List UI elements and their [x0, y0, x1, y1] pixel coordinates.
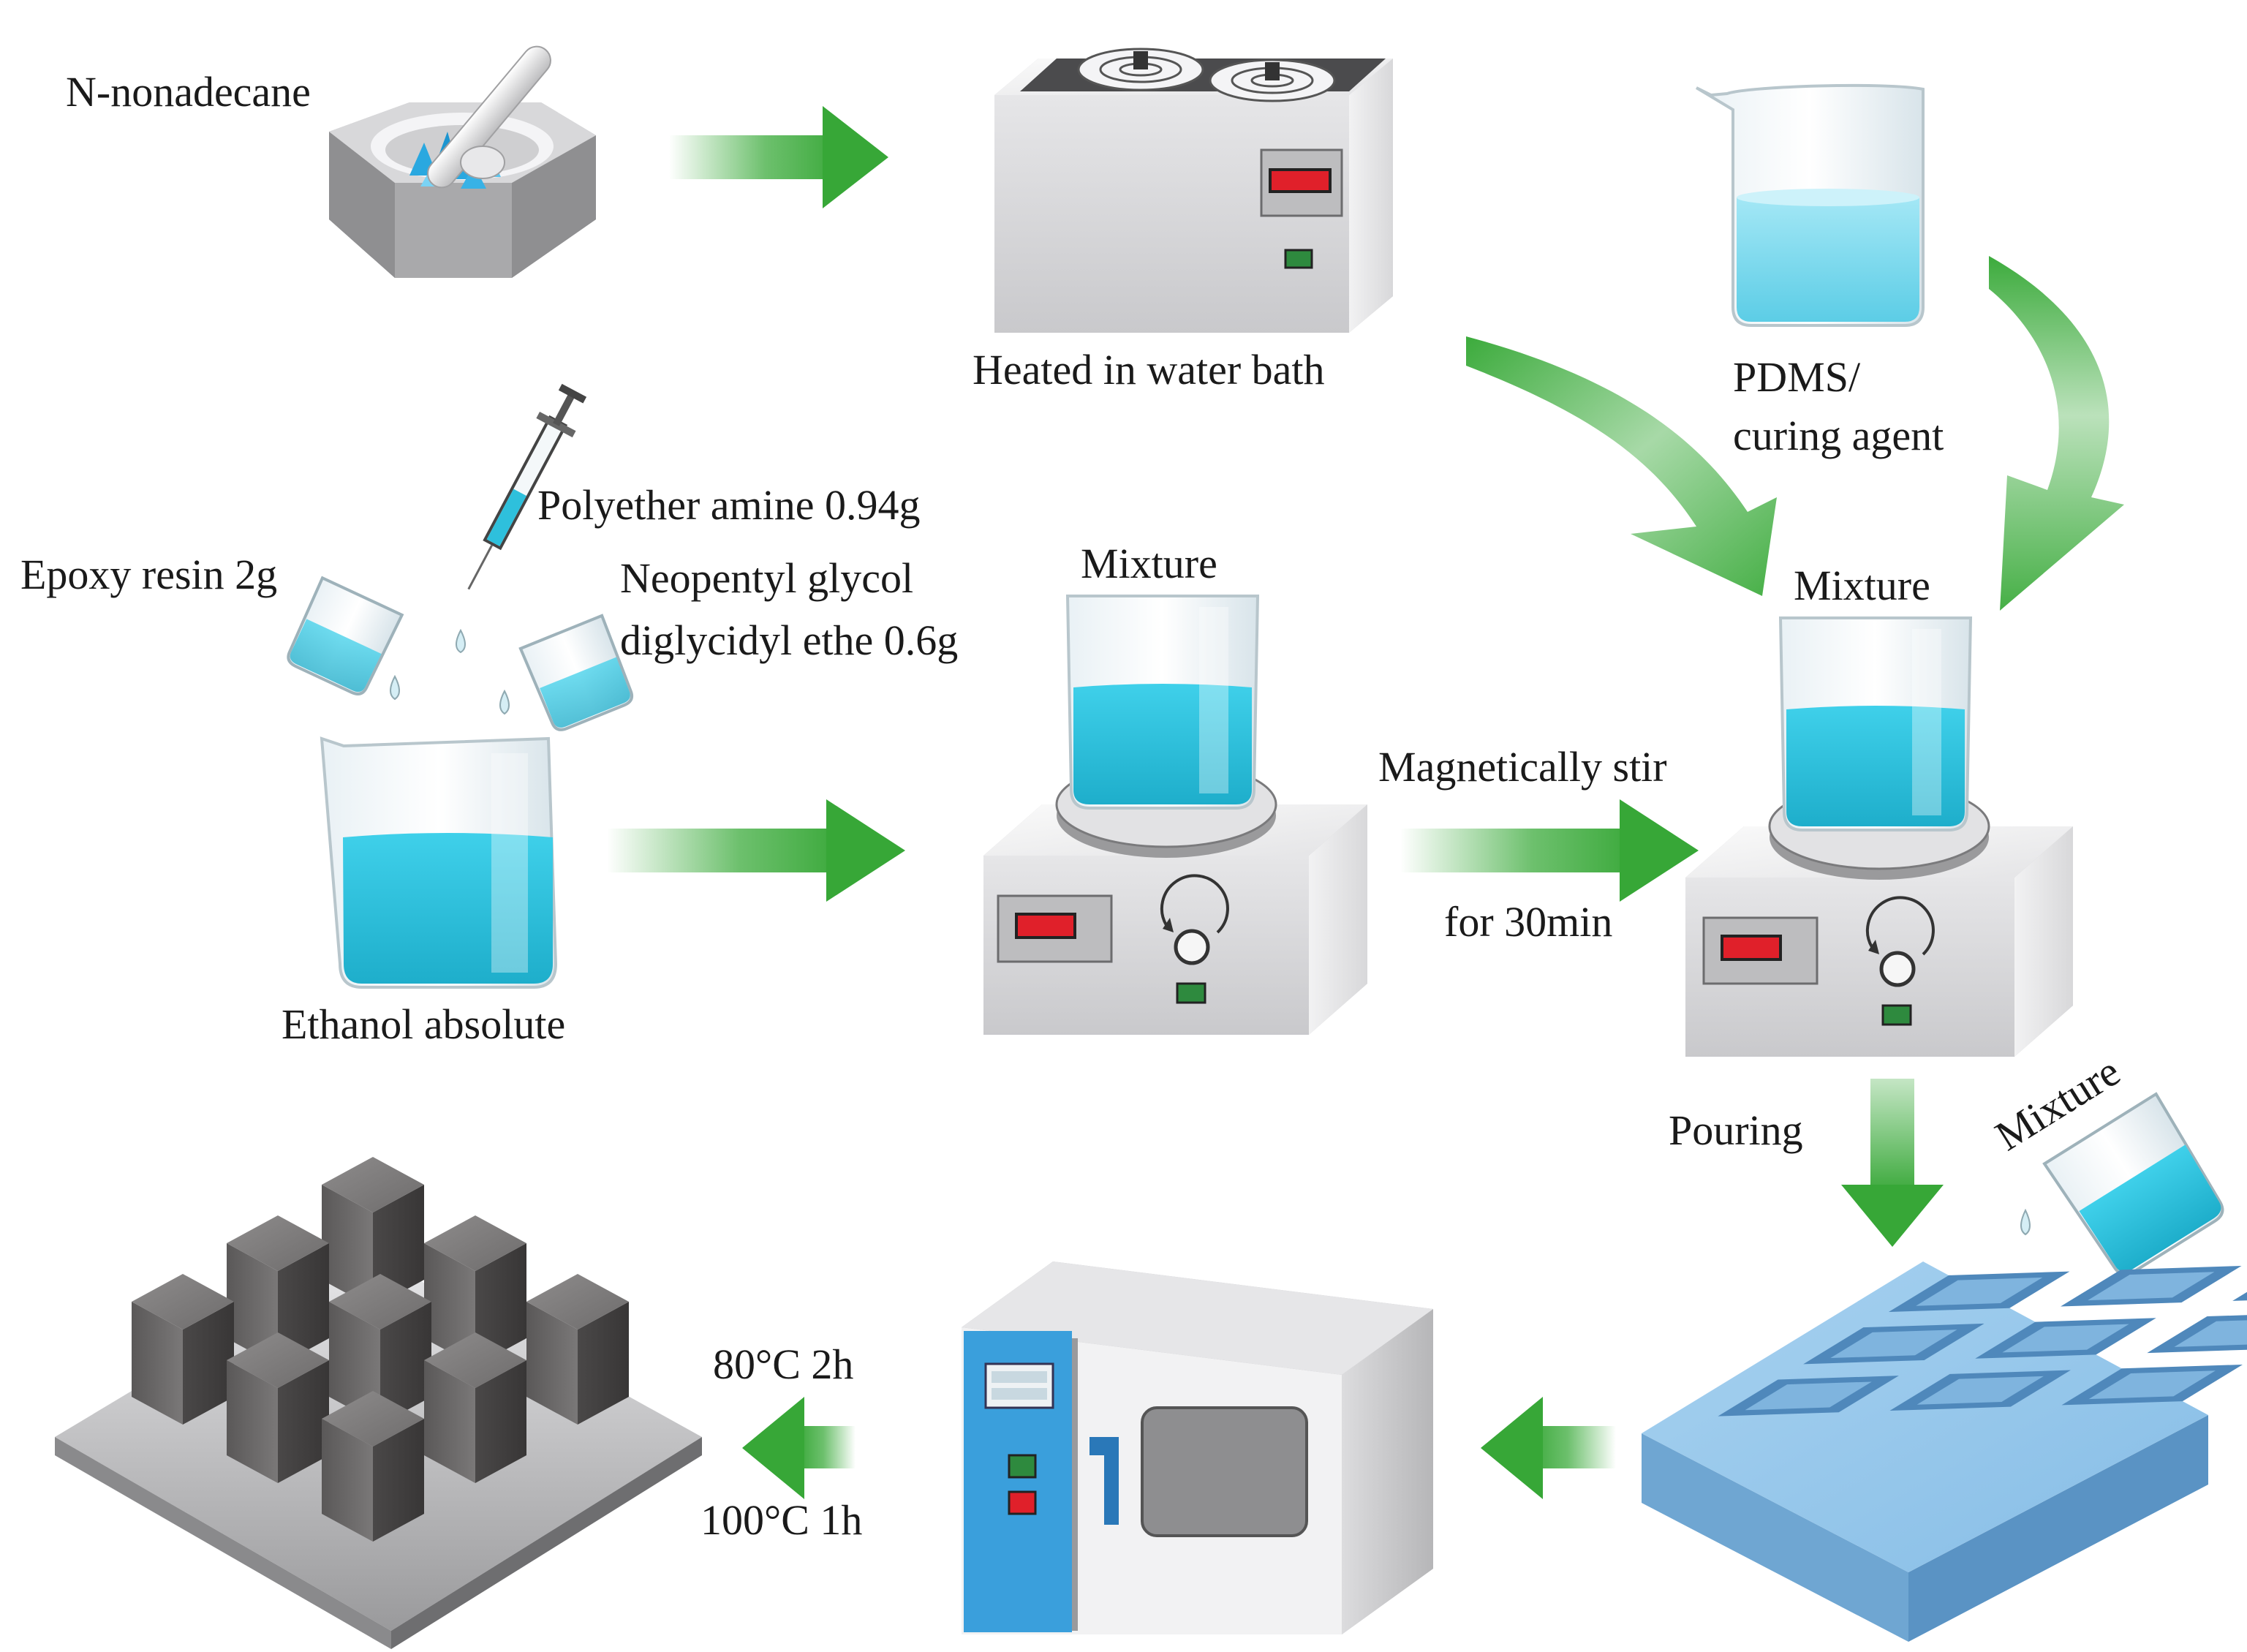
label-epoxy: Epoxy resin 2g — [20, 551, 277, 598]
pillar-face-right — [278, 1360, 329, 1483]
pillar-face-left — [227, 1243, 278, 1366]
arrow-ethanol-to-stirrer — [607, 799, 905, 902]
label-water-bath: Heated in water bath — [973, 346, 1325, 393]
pillar-face-left — [227, 1360, 278, 1483]
drop-syringe — [456, 628, 466, 654]
pillar-face-left — [526, 1302, 578, 1425]
drop-epoxy — [390, 674, 400, 701]
mold-cavity-floor — [2088, 1272, 2215, 1301]
pillar-top — [526, 1274, 629, 1329]
mold-cavity — [2232, 1291, 2247, 1301]
pillar-top — [227, 1215, 329, 1271]
bath-display — [1269, 168, 1332, 193]
pillar-face-left — [424, 1243, 475, 1366]
mold-cavity-floor — [2174, 1320, 2247, 1347]
mortar-pestle — [329, 45, 596, 278]
label-mixture-1: Mixture — [1081, 540, 1217, 587]
pillar-face-right — [278, 1243, 329, 1366]
pillar-face-right — [475, 1360, 526, 1483]
neopentyl-pour-beaker — [518, 614, 634, 731]
arrow-oven-to-product — [742, 1397, 856, 1499]
microstructure-product — [55, 1157, 702, 1649]
pillar-top — [424, 1215, 526, 1271]
arrow-mold-to-oven — [1481, 1397, 1616, 1499]
pillar-top — [329, 1274, 431, 1329]
water-bath — [994, 48, 1393, 333]
mold-cavities — [1718, 1265, 2247, 1417]
bath-power-switch — [1284, 249, 1313, 269]
mixture-beaker-2 — [1778, 616, 1973, 831]
label-stir: Magnetically stir — [1378, 743, 1667, 791]
pillar-face-right — [475, 1243, 526, 1366]
drying-oven — [962, 1261, 1433, 1634]
pillar-top — [322, 1391, 424, 1447]
pillar-face-right — [373, 1185, 424, 1308]
magnetic-stirrer-2 — [1685, 782, 2073, 1057]
pillar-face-left — [132, 1302, 183, 1425]
label-ethanol: Ethanol absolute — [282, 1000, 565, 1048]
label-cure-2: 100°C 1h — [700, 1496, 862, 1544]
pillar-top — [322, 1157, 424, 1212]
label-curing-agent: curing agent — [1733, 412, 1944, 459]
bath-lid-right — [1209, 59, 1336, 102]
label-mixture-2: Mixture — [1794, 562, 1930, 609]
pillar-face-right — [578, 1302, 629, 1425]
pillar-face-right — [373, 1419, 424, 1542]
label-n-nonadecane: N-nonadecane — [66, 68, 311, 116]
mold-cavity-floor — [1745, 1381, 1872, 1411]
label-cure-1: 80°C 2h — [713, 1340, 853, 1388]
pillar-face-right — [183, 1302, 234, 1425]
label-pouring: Pouring — [1669, 1106, 1803, 1154]
syringe — [467, 383, 587, 590]
arrow-stir-to-mixer — [1400, 799, 1699, 902]
pdms-beaker — [1695, 83, 1925, 327]
pillars — [132, 1157, 629, 1542]
mold-cavity-floor — [1916, 1277, 2043, 1306]
pillar-top — [227, 1332, 329, 1388]
pillar-face-left — [424, 1360, 475, 1483]
curved-arrow-pdms-to-mixture — [1989, 256, 2124, 611]
oven-window — [1141, 1406, 1308, 1537]
label-polyether: Polyether amine 0.94g — [537, 481, 921, 529]
mold — [1642, 1261, 2247, 1642]
bath-lid-left — [1077, 48, 1204, 91]
mold-cavity-floor — [1916, 1376, 2044, 1405]
drop-neopentyl — [499, 689, 510, 715]
pillar-face-right — [380, 1302, 431, 1425]
ethanol-beaker — [320, 736, 558, 989]
mold-cavity-floor — [2088, 1370, 2216, 1400]
drop-mixture — [2020, 1208, 2031, 1236]
label-stir-time: for 30min — [1444, 898, 1612, 946]
label-diglycidyl: diglycidyl ethe 0.6g — [620, 616, 958, 664]
pillar-top — [424, 1332, 526, 1388]
pillar-face-left — [322, 1419, 373, 1542]
pestle — [427, 45, 551, 189]
arrow-pouring-down — [1841, 1079, 1944, 1247]
mixture-beaker-1 — [1065, 595, 1260, 810]
label-pdms: PDMS/ — [1733, 353, 1861, 401]
pillar-top — [132, 1274, 234, 1329]
pillar-face-left — [322, 1185, 373, 1308]
mold-cavity-floor — [2002, 1324, 2129, 1353]
curved-arrow-bath-to-mixture — [1466, 336, 1777, 596]
pillar-face-left — [329, 1302, 380, 1425]
label-neopentyl: Neopentyl glycol — [620, 554, 913, 602]
mold-cavity-floor — [1830, 1329, 1957, 1358]
arrow-mortar-to-bath — [669, 106, 888, 208]
epoxy-pour-beaker — [287, 576, 404, 695]
